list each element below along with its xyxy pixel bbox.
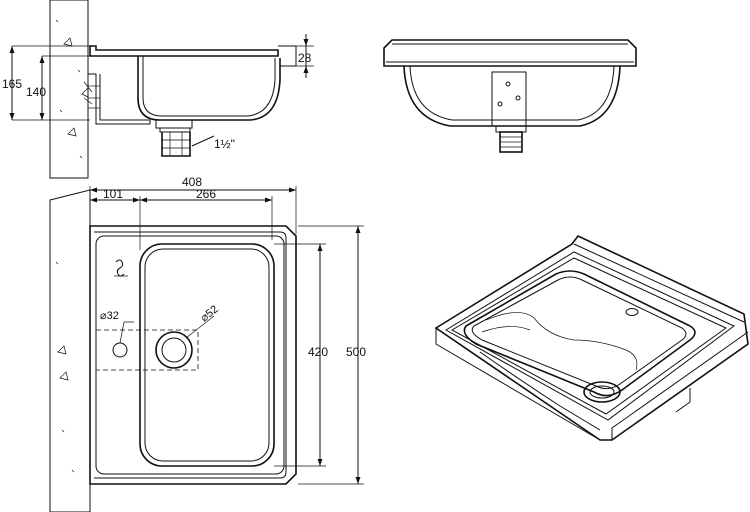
drain-outer bbox=[155, 331, 193, 369]
label-hole-drain: ⌀52 bbox=[198, 303, 220, 324]
dim-width-total: 408 bbox=[182, 175, 202, 189]
iso-drain-outer bbox=[583, 381, 621, 403]
hole-small bbox=[112, 342, 128, 358]
wall-plan bbox=[49, 189, 91, 512]
brand-logo bbox=[114, 259, 128, 277]
side-section-view: 165 140 1½" 28 bbox=[2, 0, 314, 179]
dim-offset-left: 101 bbox=[103, 187, 123, 201]
sink-outline-plan bbox=[89, 225, 297, 485]
label-hole-small: ⌀32 bbox=[100, 310, 119, 322]
iso-drain-inner bbox=[589, 385, 615, 399]
drain-inner bbox=[161, 337, 187, 363]
sink-profile bbox=[89, 45, 279, 57]
label-drain-thread: 1½" bbox=[214, 137, 235, 151]
dim-height-total-plan: 500 bbox=[346, 345, 366, 359]
iso-tap-hole bbox=[625, 308, 639, 316]
top-plan-view: 408 101 266 ⌀32 ⌀52 bbox=[49, 175, 366, 512]
front-elevation-view bbox=[383, 39, 637, 153]
isometric-view bbox=[434, 234, 749, 441]
dim-rim-thickness: 28 bbox=[298, 51, 312, 65]
dim-height-bowl: 140 bbox=[26, 85, 46, 99]
dim-bowl-width: 266 bbox=[196, 187, 216, 201]
bowl-plan bbox=[139, 243, 275, 467]
dim-height-total: 165 bbox=[2, 77, 22, 91]
wall-section bbox=[49, 0, 89, 179]
dim-bowl-height: 420 bbox=[308, 345, 328, 359]
